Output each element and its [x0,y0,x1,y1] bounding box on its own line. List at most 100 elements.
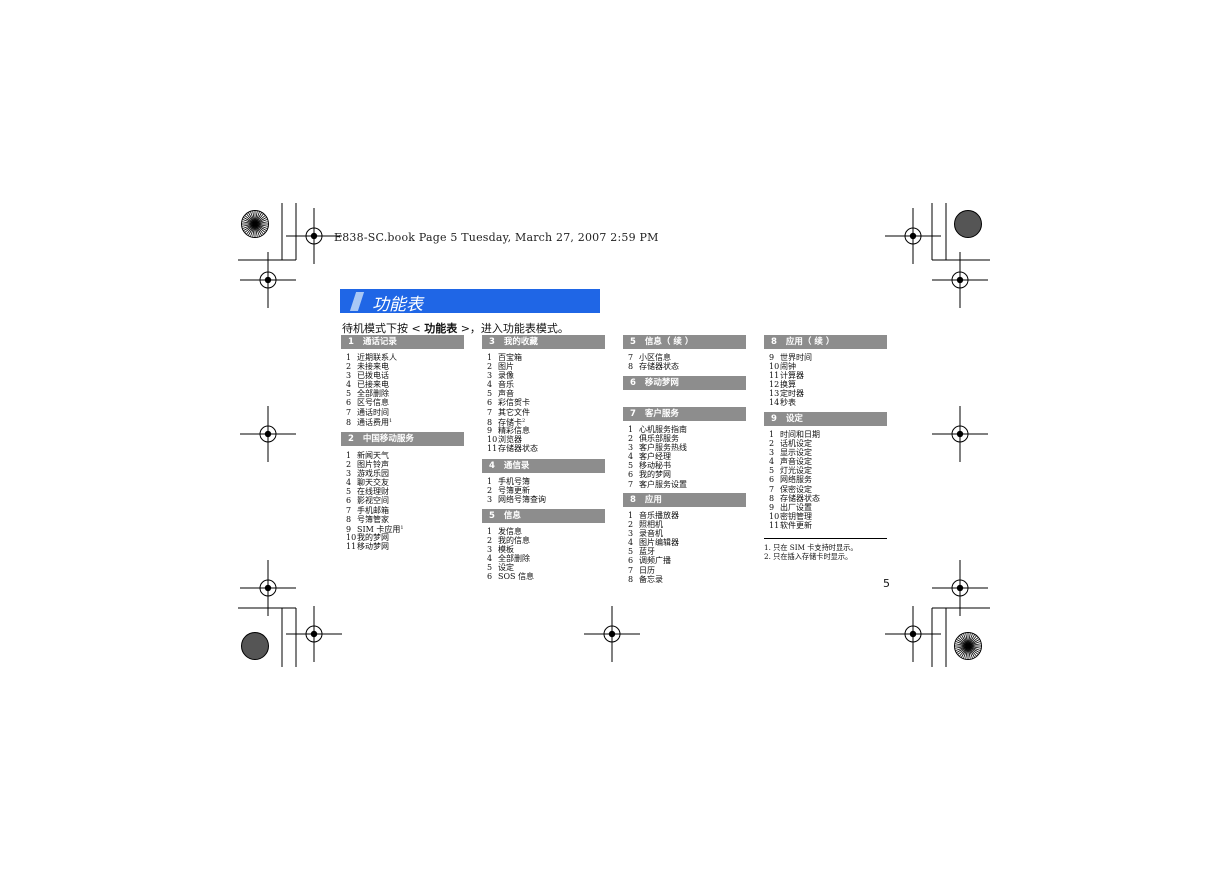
menu-item-number: 5 [487,389,493,399]
menu-item-number: 3 [628,443,634,453]
starburst-mark-tl [241,210,269,238]
menu-item-number: 14 [769,398,780,408]
menu-item: 2 俱乐部服务 [628,434,746,443]
menu-item-label: 存储器状态 [498,443,538,453]
menu-item: 13定时器 [769,389,887,398]
menu-item-label: 手机号簿 [498,477,530,486]
menu-item: 8 存储器状态 [769,494,887,503]
menu-item-number: 3 [628,529,634,539]
menu-item-label: 图片编辑器 [639,538,679,548]
menu-item-number: 10 [769,511,780,521]
menu-item-label: 模板 [498,545,514,555]
menu-item-label: 区号信息 [357,398,389,408]
menu-item-number: 2 [487,486,493,496]
menu-item-number: 10 [769,362,780,372]
menu-item-number: 11 [769,520,780,530]
menu-item-label: 蓝牙 [639,547,655,557]
menu-item-number: 2 [628,520,634,530]
menu-item-label: 灯光设定 [780,466,812,476]
menu-item-number: 7 [628,565,634,575]
menu-item-label: 存储器状态 [780,493,820,503]
menu-item-label: 图片 [498,362,514,372]
menu-item-number: 7 [628,479,634,489]
menu-item-number: 1 [628,425,634,434]
menu-item-label: 客户经理 [639,452,671,462]
menu-item: 11存储器状态 [487,444,605,453]
menu-item-number: 8 [346,514,352,524]
menu-item-number: 2 [628,434,634,444]
menu-item-label: 闹钟 [780,362,796,372]
menu-item-number: 6 [628,470,634,480]
menu-item-label: 浏览器 [498,434,522,444]
page-number: 5 [883,577,890,590]
menu-item-label: 我的梦网 [357,532,389,542]
menu-item-label: 保密设定 [780,484,812,494]
menu-item-label: 彩信贺卡 [498,398,530,408]
menu-item: 11软件更新 [769,521,887,530]
menu-item-number: 2 [769,439,775,449]
starburst-mark-br [954,632,982,660]
menu-item-number: 10 [346,532,357,542]
menu-item-label: 俱乐部服务 [639,434,679,444]
menu-item-label: 通话时间 [357,407,389,417]
menu-item-label: 软件更新 [780,520,812,530]
menu-item-label: 号簿管家 [357,514,389,524]
menu-item-label: 显示设定 [780,448,812,458]
menu-item-number: 6 [487,572,493,582]
menu-item-label: 调频广播 [639,556,671,566]
menu-item-number: 8 [769,493,775,503]
menu-item-number: 8 [487,417,493,427]
footnotes: 1. 只在 SIM 卡支持时显示。 2. 只在插入存储卡时显示。 [764,538,887,561]
menu-item-label: 存储卡 [498,417,522,427]
menu-item: 10密钥管理 [769,512,887,521]
menu-item-number: 10 [487,434,498,444]
menu-item: 10闹钟 [769,362,887,371]
menu-item-number: 6 [628,556,634,566]
menu-item-label: 日历 [639,565,655,575]
menu-item: 6 调频广播 [628,556,746,565]
menu-item-number: 4 [346,478,352,488]
menu-item-number: 5 [487,563,493,573]
menu-item-number: 5 [628,547,634,557]
menu-item-number: 9 [346,524,352,534]
